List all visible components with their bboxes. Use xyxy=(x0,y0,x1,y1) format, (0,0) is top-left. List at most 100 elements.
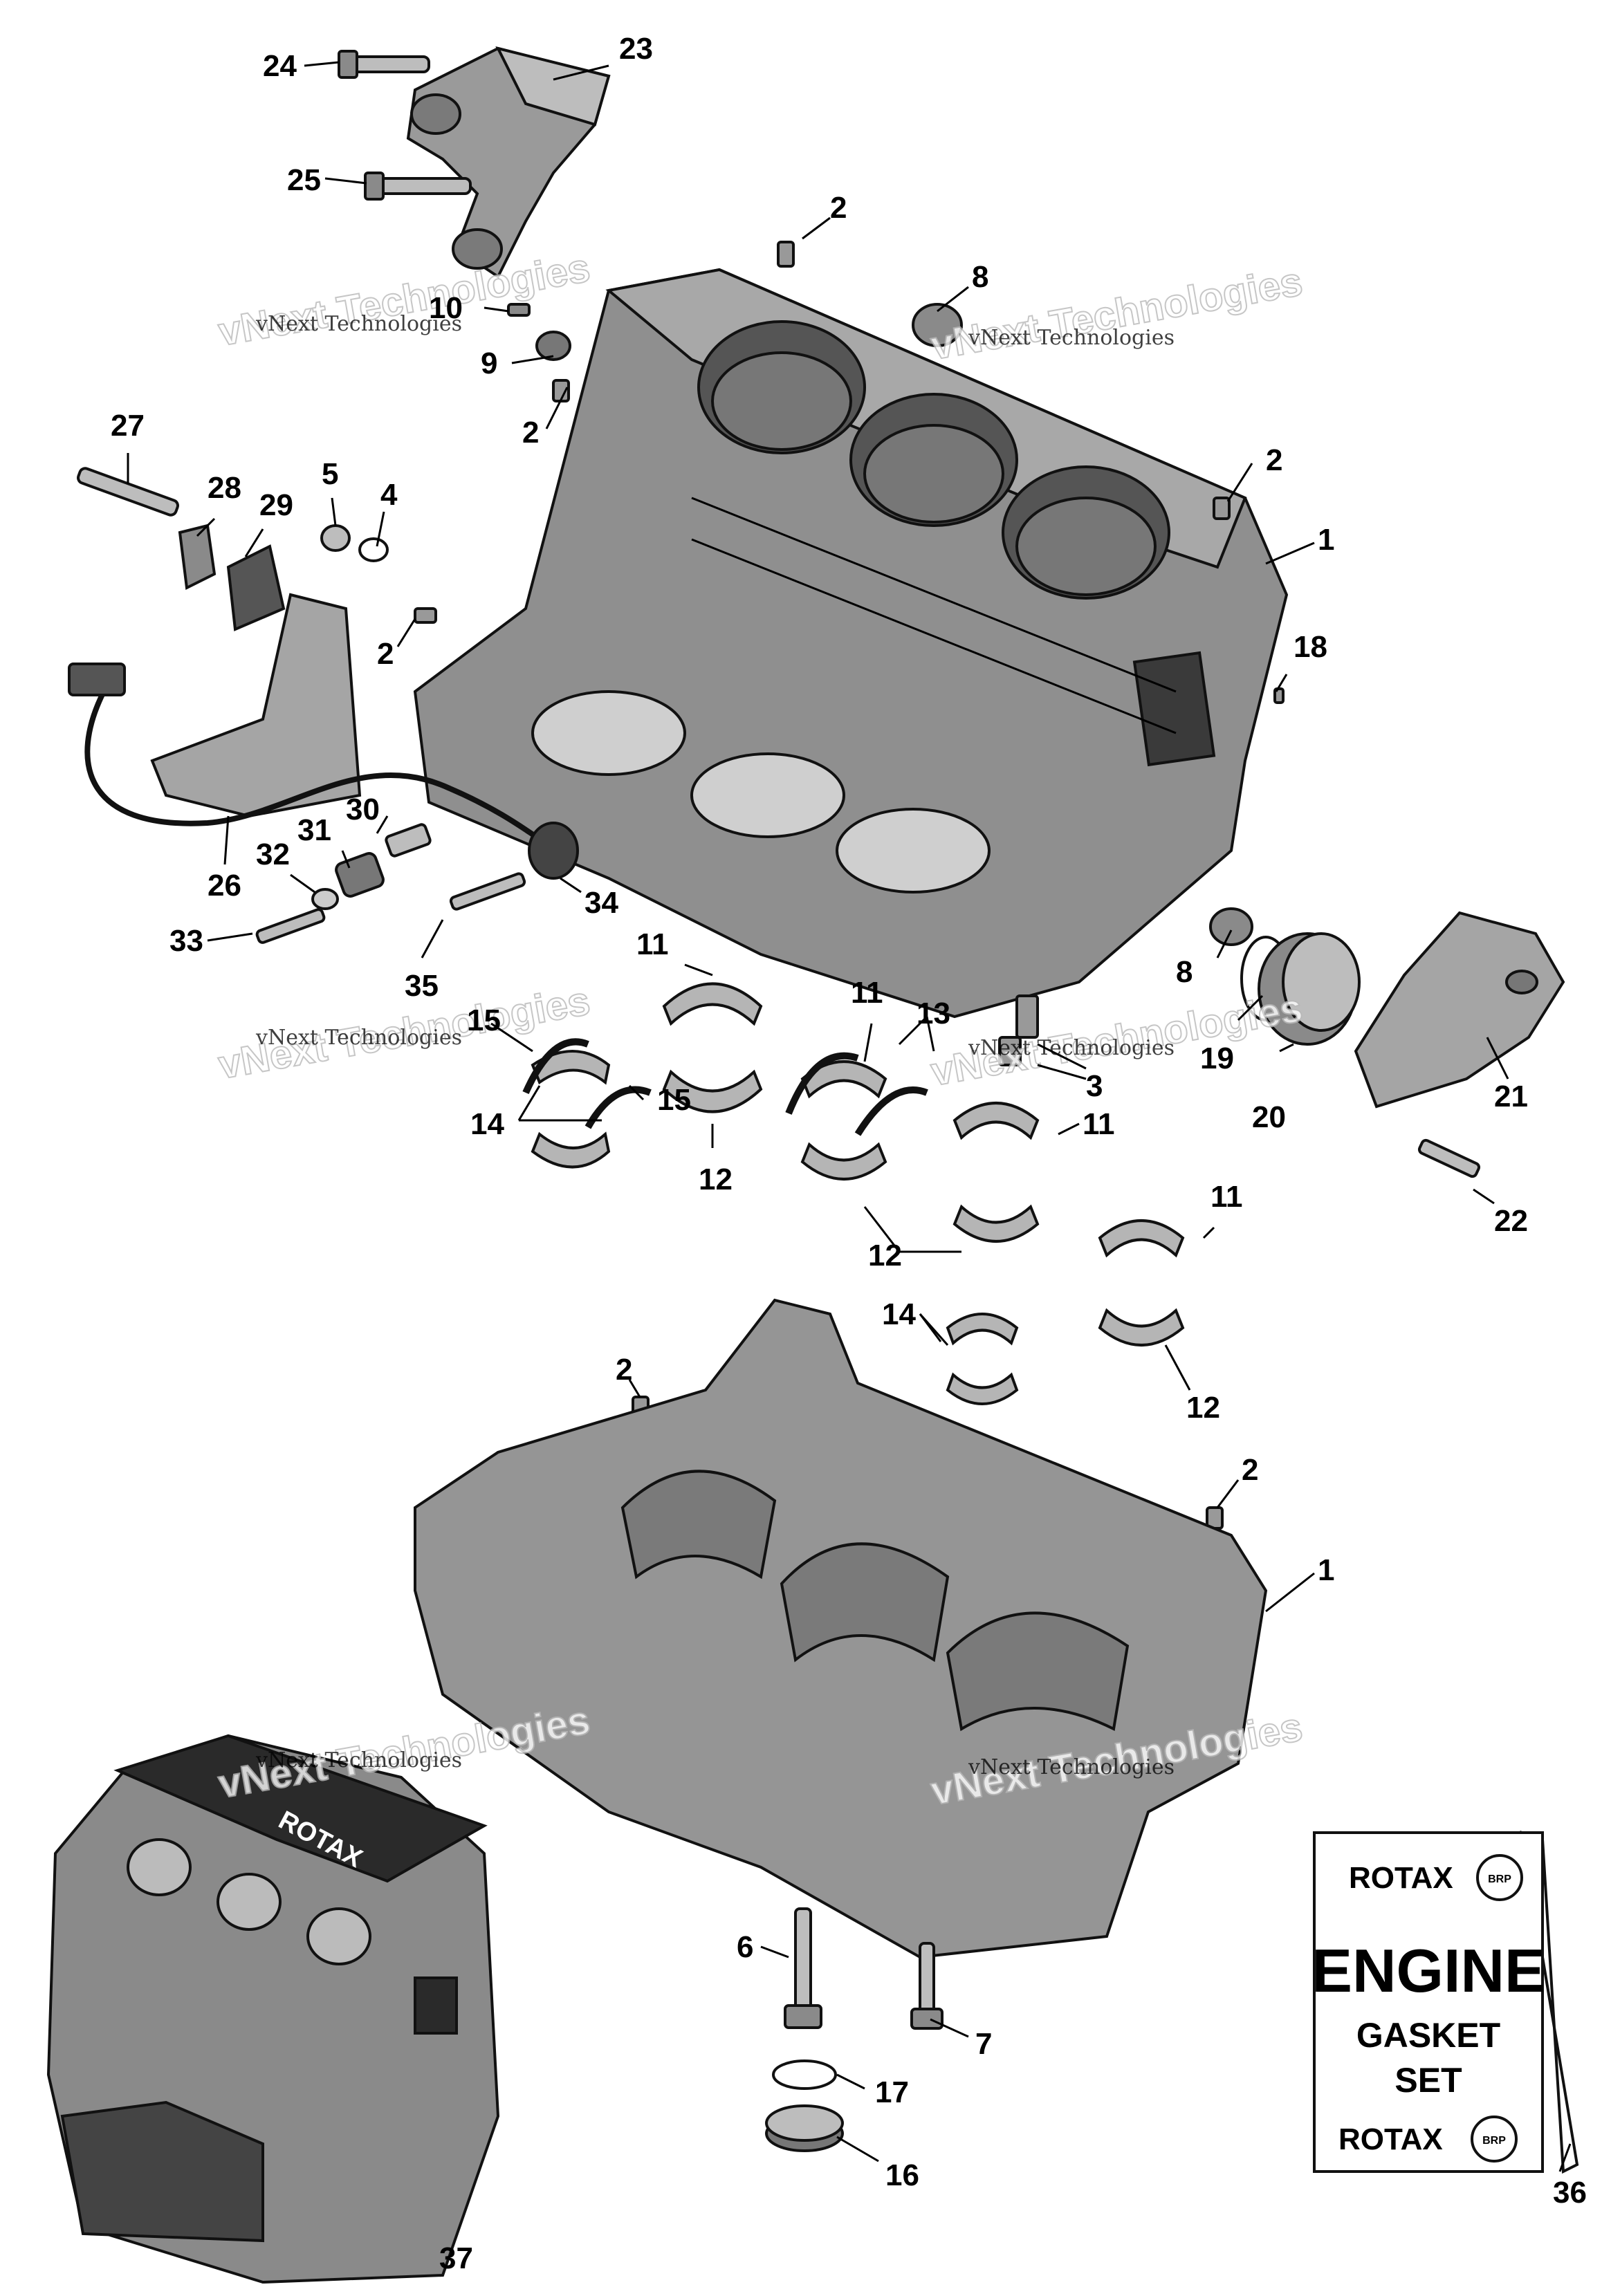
watermark-big: vNext Technologies xyxy=(215,245,593,354)
callout-22: 22 xyxy=(1494,1204,1528,1238)
sensor-wire-harness xyxy=(68,663,549,846)
plug-9 xyxy=(535,331,571,361)
callout-24: 24 xyxy=(263,49,297,83)
seal-4 xyxy=(358,537,389,562)
watermark-line: vNext Technologies xyxy=(255,1026,462,1050)
watermark-line: vNext Technologies xyxy=(968,326,1175,350)
thrust-washers xyxy=(522,1038,928,1136)
kit-line2: SET xyxy=(1394,2061,1462,2100)
watermark-line: vNext Technologies xyxy=(968,1036,1175,1060)
cap-20 xyxy=(1258,932,1361,1046)
callout-20: 20 xyxy=(1252,1100,1286,1134)
lower-crankcase-1 xyxy=(414,1298,1268,1959)
callout-26: 26 xyxy=(208,869,241,902)
kit-badge-top: BRP xyxy=(1488,1873,1511,1885)
callout-11: 11 xyxy=(636,927,669,961)
callout-2: 2 xyxy=(1266,443,1282,477)
callout-8: 8 xyxy=(1176,955,1193,989)
kit-badge-bottom: BRP xyxy=(1482,2135,1506,2147)
bolt-7 xyxy=(910,1942,943,2030)
bolt-33 xyxy=(255,908,326,944)
kit-brand-top: ROTAX xyxy=(1349,1861,1453,1895)
callout-25: 25 xyxy=(287,163,321,197)
callout-2: 2 xyxy=(1242,1453,1258,1487)
callout-13: 13 xyxy=(917,997,950,1030)
callout-19: 19 xyxy=(1200,1041,1234,1075)
callout-8: 8 xyxy=(972,260,988,294)
callout-2: 2 xyxy=(377,637,394,671)
callout-14: 14 xyxy=(882,1297,916,1331)
callout-29: 29 xyxy=(259,488,293,522)
callout-1: 1 xyxy=(1318,1553,1334,1587)
knock-sensor-34 xyxy=(528,822,579,880)
bolt-22 xyxy=(1417,1138,1481,1178)
callout-10: 10 xyxy=(429,291,463,325)
callout-16: 16 xyxy=(885,2158,919,2192)
callout-15: 15 xyxy=(657,1083,691,1117)
upper-crankcase-1 xyxy=(413,268,1289,1019)
callout-14: 14 xyxy=(470,1107,504,1141)
callout-30: 30 xyxy=(346,793,380,826)
callout-37: 37 xyxy=(439,2241,473,2275)
callout-18: 18 xyxy=(1294,630,1327,664)
callout-34: 34 xyxy=(584,886,618,920)
leader-lines xyxy=(127,61,1572,2172)
clip-28 xyxy=(178,524,217,591)
callout-23: 23 xyxy=(619,32,653,66)
oil-jet-3 xyxy=(998,994,1039,1066)
engine-mount-bracket-23 xyxy=(406,46,611,279)
callout-36: 36 xyxy=(1553,2176,1587,2210)
bolt-27 xyxy=(77,467,179,517)
watermark-line: vNext Technologies xyxy=(968,1755,1175,1779)
cover-29 xyxy=(226,544,286,631)
bolt-35 xyxy=(449,872,526,911)
complete-engine-37: ROTAX xyxy=(46,1734,500,2284)
bolt-6 xyxy=(784,1907,822,2029)
callout-3: 3 xyxy=(1086,1069,1103,1103)
callout-33: 33 xyxy=(169,924,203,958)
callout-2: 2 xyxy=(616,1353,632,1387)
callout-7: 7 xyxy=(975,2027,992,2061)
callout-12: 12 xyxy=(699,1163,733,1196)
callout-2: 2 xyxy=(830,191,847,225)
callout-4: 4 xyxy=(380,478,398,512)
callout-9: 9 xyxy=(481,346,497,380)
callout-15: 15 xyxy=(467,1003,501,1037)
callout-11: 11 xyxy=(1083,1107,1115,1141)
callout-27: 27 xyxy=(111,409,145,443)
bushing-8 xyxy=(912,303,1253,946)
brp-badge-icon xyxy=(1471,2116,1518,2163)
bracket-26 xyxy=(150,593,362,818)
brp-badge-icon xyxy=(1476,1854,1523,1901)
callout-5: 5 xyxy=(322,457,338,491)
callout-32: 32 xyxy=(256,837,290,871)
bracket-21 xyxy=(1354,911,1565,1109)
sleeve-31 xyxy=(335,852,385,898)
plug-16 xyxy=(765,2104,844,2152)
callout-31: 31 xyxy=(297,813,331,847)
callout-12: 12 xyxy=(868,1239,902,1272)
callout-28: 28 xyxy=(208,471,241,505)
o-ring-17 xyxy=(772,2059,837,2090)
watermark-line: vNext Technologies xyxy=(255,312,462,336)
bearing-shells xyxy=(531,982,1185,1405)
kit-title: ENGINE xyxy=(1311,1936,1545,2005)
callout-11: 11 xyxy=(851,976,883,1010)
callout-2: 2 xyxy=(522,416,539,450)
callouts: 1 1 2 2 2 2 2 2 3 4 5 6 7 8 8 9 10 11 11… xyxy=(111,32,1587,2275)
kit-line1: GASKET xyxy=(1356,2016,1500,2055)
plug-5 xyxy=(320,524,351,552)
callout-11: 11 xyxy=(1210,1180,1243,1214)
screw-10 xyxy=(507,303,531,317)
callout-12: 12 xyxy=(1186,1391,1220,1425)
watermark-line: vNext Technologies xyxy=(255,1748,462,1772)
gasket-set-kit-36: ROTAX BRP ENGINE GASKET SET ROTAX BRP xyxy=(1311,1831,1579,2174)
callout-21: 21 xyxy=(1494,1080,1528,1113)
washer-32 xyxy=(311,888,339,910)
spacer-30 xyxy=(385,823,432,858)
kit-brand-bottom: ROTAX xyxy=(1338,2122,1443,2156)
callout-35: 35 xyxy=(405,969,439,1003)
callout-17: 17 xyxy=(875,2075,909,2109)
callout-1: 1 xyxy=(1318,523,1334,557)
